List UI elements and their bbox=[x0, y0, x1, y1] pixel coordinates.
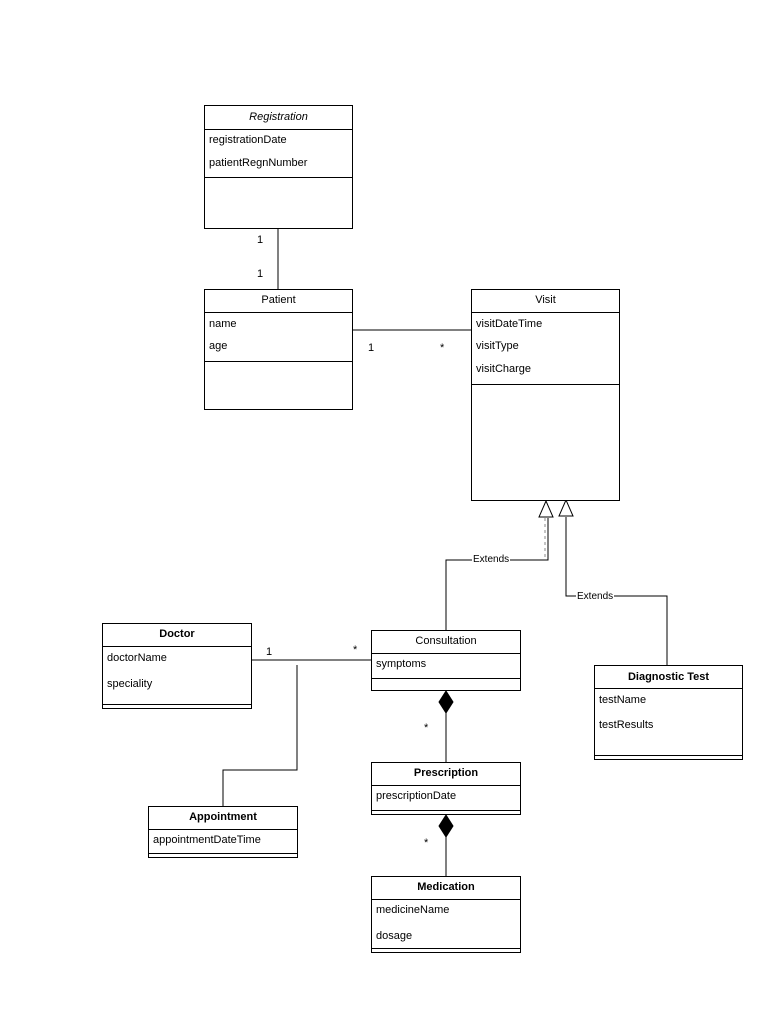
attribute: name bbox=[209, 318, 237, 330]
attribute: symptoms bbox=[376, 658, 427, 670]
attribute: visitType bbox=[476, 340, 519, 352]
class-name: Appointment bbox=[189, 811, 257, 823]
class-name: Doctor bbox=[159, 628, 195, 640]
generalization-arrowhead-diagnostic bbox=[558, 498, 574, 517]
attribute: patientRegnNumber bbox=[209, 157, 308, 169]
class-prescription: Prescription prescriptionDate bbox=[371, 762, 521, 815]
multiplicity-medication-end: * bbox=[424, 837, 429, 849]
extends-label-diagnostic: Extends bbox=[576, 591, 615, 602]
multiplicity-patient-visit-from: 1 bbox=[368, 342, 375, 354]
class-name: Patient bbox=[261, 294, 296, 306]
multiplicity-prescription-end: * bbox=[424, 722, 429, 734]
divider bbox=[372, 653, 520, 654]
attribute: doctorName bbox=[107, 652, 167, 664]
class-diagnostic-test: Diagnostic Test testName testResults bbox=[594, 665, 743, 760]
divider bbox=[372, 678, 520, 679]
divider bbox=[149, 829, 297, 830]
divider bbox=[595, 688, 742, 689]
class-registration: Registration registrationDate patientReg… bbox=[204, 105, 353, 229]
class-name: Diagnostic Test bbox=[627, 671, 710, 683]
class-name: Registration bbox=[249, 111, 308, 123]
class-name: Medication bbox=[417, 881, 475, 893]
class-medication: Medication medicineName dosage bbox=[371, 876, 521, 953]
class-name: Consultation bbox=[415, 635, 477, 647]
attribute: testResults bbox=[599, 719, 654, 731]
multiplicity-patient-visit-to: * bbox=[440, 342, 445, 354]
attribute: visitDateTime bbox=[476, 318, 543, 330]
divider bbox=[103, 704, 251, 705]
divider bbox=[205, 177, 352, 178]
association-class-link-appointment bbox=[222, 665, 298, 806]
class-doctor: Doctor doctorName speciality bbox=[102, 623, 252, 709]
class-patient: Patient name age bbox=[204, 289, 353, 410]
divider bbox=[595, 755, 742, 756]
attribute: visitCharge bbox=[476, 363, 532, 375]
multiplicity-doctor-end: 1 bbox=[266, 646, 273, 658]
divider bbox=[149, 853, 297, 854]
attribute: dosage bbox=[376, 930, 413, 942]
class-consultation: Consultation symptoms bbox=[371, 630, 521, 691]
divider bbox=[372, 785, 520, 786]
attribute: prescriptionDate bbox=[376, 790, 457, 802]
divider bbox=[205, 129, 352, 130]
attribute: testName bbox=[599, 694, 647, 706]
multiplicity-registration-end: 1 bbox=[257, 234, 264, 246]
divider bbox=[472, 312, 619, 313]
divider bbox=[472, 384, 619, 385]
composition-diamond-consultation bbox=[438, 690, 454, 714]
multiplicity-consultation-end: * bbox=[353, 644, 358, 656]
generalization-consultation-visit bbox=[445, 518, 549, 630]
attribute: registrationDate bbox=[209, 134, 287, 146]
attribute: age bbox=[209, 340, 228, 352]
attribute: medicineName bbox=[376, 904, 450, 916]
divider bbox=[372, 810, 520, 811]
extends-label-consultation: Extends bbox=[472, 554, 511, 565]
divider bbox=[205, 312, 352, 313]
divider bbox=[205, 361, 352, 362]
generalization-diagnostic-visit bbox=[565, 517, 668, 665]
multiplicity-patient-end: 1 bbox=[257, 268, 264, 280]
composition-diamond-prescription bbox=[438, 814, 454, 838]
attribute: appointmentDateTime bbox=[153, 834, 261, 846]
class-name: Prescription bbox=[413, 767, 479, 779]
class-appointment: Appointment appointmentDateTime bbox=[148, 806, 298, 858]
divider bbox=[372, 948, 520, 949]
class-visit: Visit visitDateTime visitType visitCharg… bbox=[471, 289, 620, 501]
class-name: Visit bbox=[535, 294, 556, 306]
divider bbox=[372, 899, 520, 900]
generalization-arrowhead-consultation bbox=[538, 499, 554, 518]
divider bbox=[103, 646, 251, 647]
attribute: speciality bbox=[107, 678, 153, 690]
